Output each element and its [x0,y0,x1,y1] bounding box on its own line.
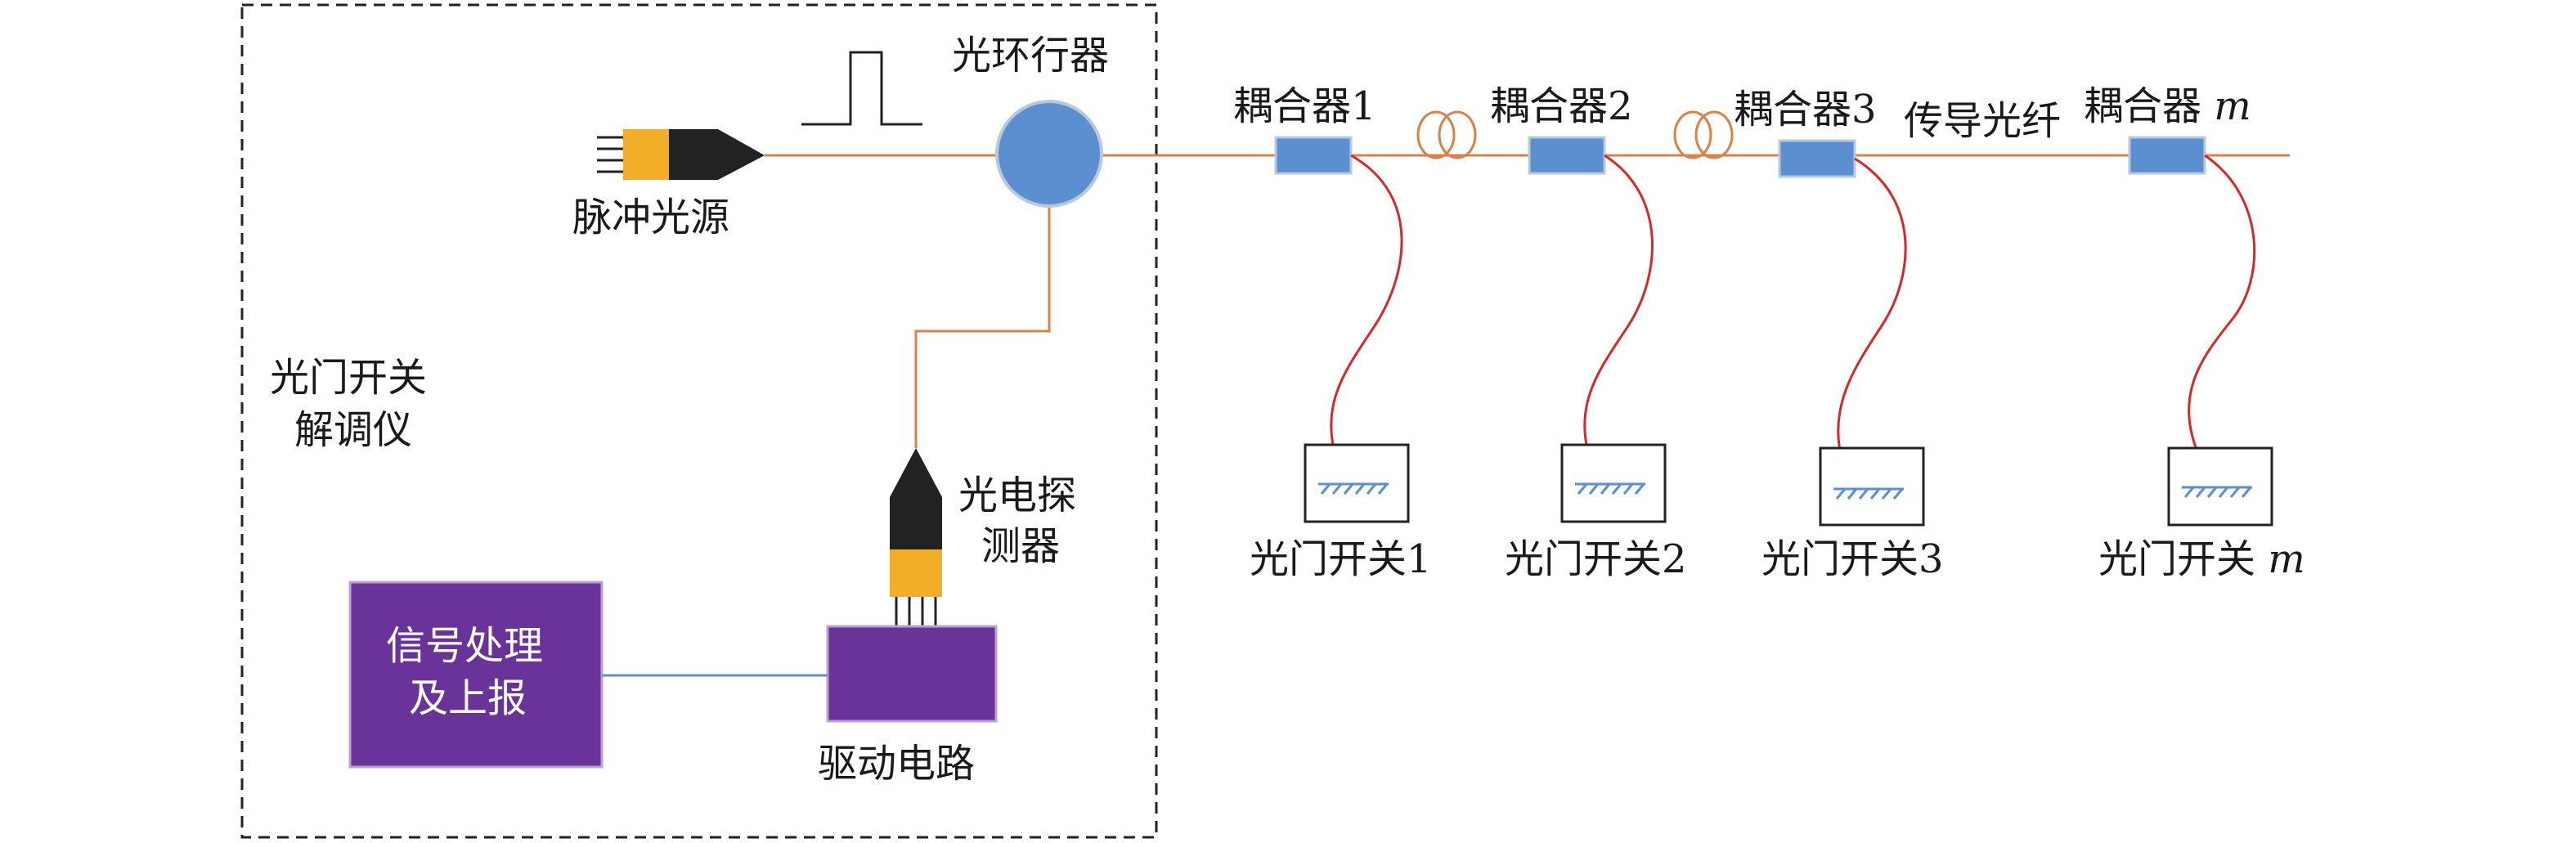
signal-label-line2: 及上报 [409,675,527,721]
coupler-1 [1274,136,1353,175]
switch-fiber-1 [1330,154,1403,475]
switch-fiber-3 [1837,157,1907,480]
signal-label-line1: 信号处理 [386,623,543,669]
pulse-source-connector-icon [597,129,765,180]
mirror-icon [2182,486,2252,498]
optical-switch-1 [1304,443,1410,523]
photodetector-icon [890,448,942,626]
mirror-icon [1833,487,1904,500]
coupler-2 [1528,136,1606,175]
switch-label-2: 光门开关2 [1505,536,1687,582]
demodulator-label-line1: 光门开关 [270,355,427,401]
optical-switch-2 [1560,443,1667,523]
driver-label: 驱动电路 [818,741,975,787]
signal-processing-box [348,581,604,769]
mirror-icon [1575,482,1645,495]
pulse-source-label: 脉冲光源 [572,195,729,240]
circulator-label: 光环行器 [952,33,1109,78]
switch-label-m: 光门开关 m [2098,536,2305,582]
detector-label-line1: 光电探 [958,473,1076,518]
coupler-label-1: 耦合器1 [1233,83,1376,129]
coupler-label-m: 耦合器 m [2084,83,2251,129]
switch-fiber-2 [1583,154,1654,475]
transmission-fiber-label: 传导光纤 [1904,98,2061,144]
fiber-coil-icon [1673,110,1734,159]
optical-switch-3 [1819,446,1925,527]
coupler-label-3: 耦合器3 [1734,87,1877,132]
pulse-waveform-icon [801,51,922,126]
coupler-label-2: 耦合器2 [1490,83,1633,129]
fiber-coil-icon [1416,110,1477,159]
coupler-m [2128,136,2206,175]
coupler-3 [1778,139,1856,178]
detector-label-line2: 测器 [981,523,1060,569]
switch-label-1: 光门开关1 [1250,536,1432,582]
detector-fiber [914,204,1051,448]
circulator-icon [995,100,1103,208]
mirror-icon [1318,482,1389,495]
optical-switch-m [2167,446,2273,527]
switch-fiber-m [2188,154,2256,475]
demodulator-boundary [240,3,1158,839]
driver-circuit-box [826,625,998,723]
demodulator-label-line2: 解调仪 [294,407,412,453]
switch-label-3: 光门开关3 [1761,536,1944,582]
